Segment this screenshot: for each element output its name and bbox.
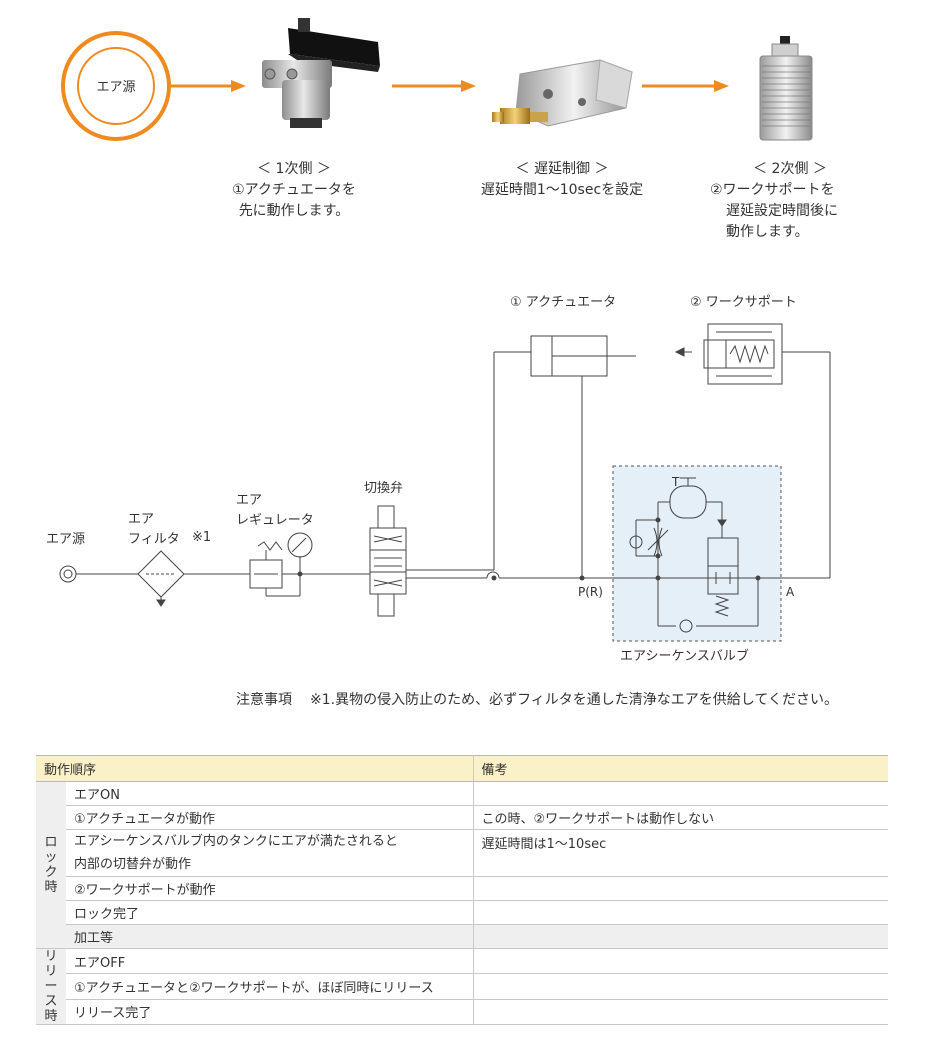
table-header-remark: 備考 <box>473 755 888 782</box>
step-cell: ①アクチュエータが動作 <box>66 805 474 830</box>
remark-cell <box>473 999 888 1026</box>
remark-cell <box>473 924 888 949</box>
switch-valve-symbol <box>377 505 395 529</box>
remark-cell <box>473 948 888 975</box>
filter-label: フィルタ <box>128 532 180 547</box>
caution-label: 注意事項 <box>236 692 292 708</box>
step-cell: エアOFF <box>66 948 474 975</box>
step-line: 内部の切替弁が動作 <box>74 857 192 872</box>
top-flow-diagram: エア源 <box>61 18 813 141</box>
step2-title: ＜ 遅延制御 ＞ <box>515 161 609 177</box>
step-line: エアシーケンスバルブ内のタンクにエアが満たされると <box>74 834 398 849</box>
step1-title: ＜ 1次側 ＞ <box>257 161 331 177</box>
table-header-row: 動作順序 備考 <box>36 755 888 782</box>
pressure-gauge-symbol <box>287 532 313 558</box>
step-cell: 加工等 <box>66 924 474 949</box>
table-row: ロック時 エアON <box>36 781 888 949</box>
step3-line: ②ワークサポートを <box>710 182 835 198</box>
step1-line: 先に動作します。 <box>238 203 350 219</box>
port-a-label: A <box>786 585 795 599</box>
table-row: エアシーケンスバルブ内のタンクにエアが満たされると 内部の切替弁が動作 遅延時間… <box>36 829 888 877</box>
step2-caption: ＜ 遅延制御 ＞ 遅延時間1～10secを設定 <box>462 159 662 201</box>
actuator-image <box>262 18 380 128</box>
step-cell: エアON <box>66 781 474 806</box>
work-support-symbol <box>707 323 783 385</box>
caution-text: ※1.異物の侵入防止のため、必ずフィルタを通した清浄なエアを供給してください。 <box>310 692 838 708</box>
remark-cell: この時、②ワークサポートは動作しない <box>473 805 888 830</box>
table-row: ①アクチュエータが動作 この時、②ワークサポートは動作しない <box>36 805 888 830</box>
step1-line: ①アクチュエータを <box>232 182 356 198</box>
step3-line: 動作します。 <box>726 224 809 240</box>
step-cell: ①アクチュエータと②ワークサポートが、ほぼ同時にリリース <box>66 973 474 1000</box>
filter-note-label: ※1 <box>192 530 211 545</box>
step-cell: リリース完了 <box>66 999 474 1026</box>
sequence-valve-box <box>612 465 782 642</box>
step3-title: ＜ 2次側 ＞ <box>753 161 827 177</box>
work-support-image <box>759 36 813 141</box>
air-source-outer-ring <box>61 31 171 141</box>
caution-note: 注意事項 ※1.異物の侵入防止のため、必ずフィルタを通した清浄なエアを供給してくだ… <box>236 689 856 709</box>
flow-arrow <box>170 80 246 92</box>
step2-line: 遅延時間1～10secを設定 <box>480 182 644 198</box>
table-header-step: 動作順序 <box>36 755 474 782</box>
step-cell: ②ワークサポートが動作 <box>66 876 474 901</box>
table-row: 加工等 <box>36 924 888 949</box>
regulator-label: レギュレータ <box>236 513 314 528</box>
flow-arrow <box>392 80 476 92</box>
step3-caption: ＜ 2次側 ＞ ②ワークサポートを 遅延設定時間後に 動作します。 <box>710 159 880 243</box>
remark-cell <box>473 781 888 806</box>
remark-cell <box>473 973 888 1000</box>
port-pr-label: P(R) <box>578 585 603 599</box>
actuator-label: ① アクチュエータ <box>510 295 616 310</box>
tank-label: T <box>671 475 680 489</box>
regulator-label: エア <box>236 493 262 508</box>
step-cell: エアシーケンスバルブ内のタンクにエアが満たされると 内部の切替弁が動作 <box>66 829 474 877</box>
switch-valve-label: 切換弁 <box>364 481 403 496</box>
air-source-symbol <box>59 565 77 583</box>
air-source-inner-ring <box>77 47 155 125</box>
remark-cell <box>473 876 888 901</box>
pneumatic-circuit: エア源 エア フィルタ ※1 エア レギュレータ 切換弁 ① アクチュエータ ②… <box>46 295 831 664</box>
filter-label: エア <box>128 512 154 527</box>
lock-group-label: ロック時 <box>36 781 66 949</box>
flow-arrow <box>642 80 729 92</box>
step1-caption: ＜ 1次側 ＞ ①アクチュエータを 先に動作します。 <box>214 159 374 222</box>
operation-sequence-table: 動作順序 備考 ロック時 エアON ①アクチュエータが動作 この時、②ワークサポ… <box>36 755 888 1026</box>
remark-cell: 遅延時間は1～10sec <box>473 829 888 877</box>
step-cell: ロック完了 <box>66 900 474 925</box>
table-row: リリース時 エアOFF <box>36 948 888 1025</box>
air-source-label: エア源 <box>96 80 135 95</box>
circuit-air-source-label: エア源 <box>46 532 85 547</box>
table-row: ロック完了 <box>36 900 888 925</box>
release-group-label: リリース時 <box>36 948 66 1025</box>
table-row: リリース完了 <box>36 999 888 1026</box>
table-row: ②ワークサポートが動作 <box>36 876 888 901</box>
work-support-label: ② ワークサポート <box>690 295 797 310</box>
step3-line: 遅延設定時間後に <box>726 203 838 219</box>
sequence-valve-label: エアシーケンスバルブ <box>620 648 749 664</box>
remark-cell <box>473 900 888 925</box>
delay-valve-image <box>492 59 633 127</box>
table-row: ①アクチュエータと②ワークサポートが、ほぼ同時にリリース <box>36 973 888 1000</box>
